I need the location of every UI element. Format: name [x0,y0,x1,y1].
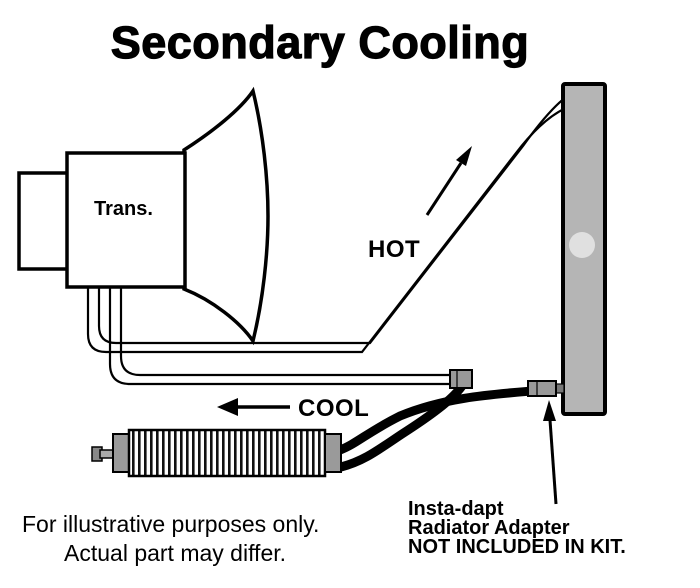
transmission: Trans. [17,86,270,346]
hose-lower [336,381,467,472]
adapter-note: Insta-dapt Radiator Adapter NOT INCLUDED… [408,498,626,558]
cooler-fins [127,428,327,478]
cooler-hoses [335,381,549,472]
fittings [449,369,565,397]
line-fitting [449,369,473,389]
cool-line [108,280,456,386]
radiator-adapter-fitting [527,380,557,397]
hot-line [86,96,567,354]
hose-upper [335,385,549,455]
cool-label: COOL [298,395,369,422]
disclaimer: For illustrative purposes only. Actual p… [22,511,319,566]
bell-housing [182,86,270,346]
hot-arrowhead [456,146,472,166]
adapter-pointer-arrow [543,400,558,505]
disclaimer-line2: Actual part may differ. [64,540,286,566]
adapter-note-line1: Insta-dapt [408,498,504,520]
auxiliary-cooler [91,428,342,478]
diagram-title: Secondary Cooling [111,17,530,68]
radiator-cap [569,232,595,258]
radiator [561,82,607,416]
trans-tailshaft [17,171,70,271]
trans-label: Trans. [94,198,153,220]
hot-label: HOT [368,236,420,263]
cooler-left-cap [112,433,130,473]
cool-flow-arrow [217,398,290,416]
adapter-note-line2: Radiator Adapter [408,517,570,539]
cooler-right-cap [324,433,342,473]
adapter-note-line3: NOT INCLUDED IN KIT. [408,536,626,558]
trans-body [65,151,187,289]
hot-flow-arrow [425,146,472,216]
disclaimer-line1: For illustrative purposes only. [22,511,319,537]
adapter-arrowhead [543,400,556,421]
cool-arrowhead [217,398,238,416]
